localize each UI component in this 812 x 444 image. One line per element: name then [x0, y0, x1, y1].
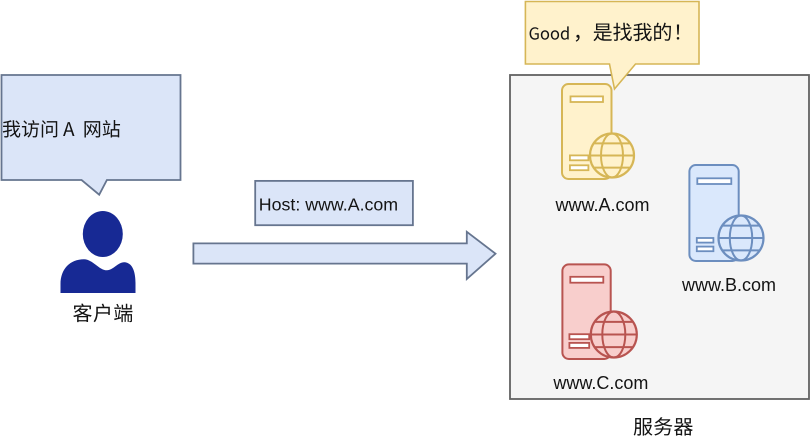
svg-text:www.C.com: www.C.com [552, 373, 648, 393]
svg-text:Host: www.A.com: Host: www.A.com [259, 195, 398, 215]
svg-text:www.B.com: www.B.com [681, 275, 776, 295]
svg-text:www.A.com: www.A.com [554, 195, 649, 215]
